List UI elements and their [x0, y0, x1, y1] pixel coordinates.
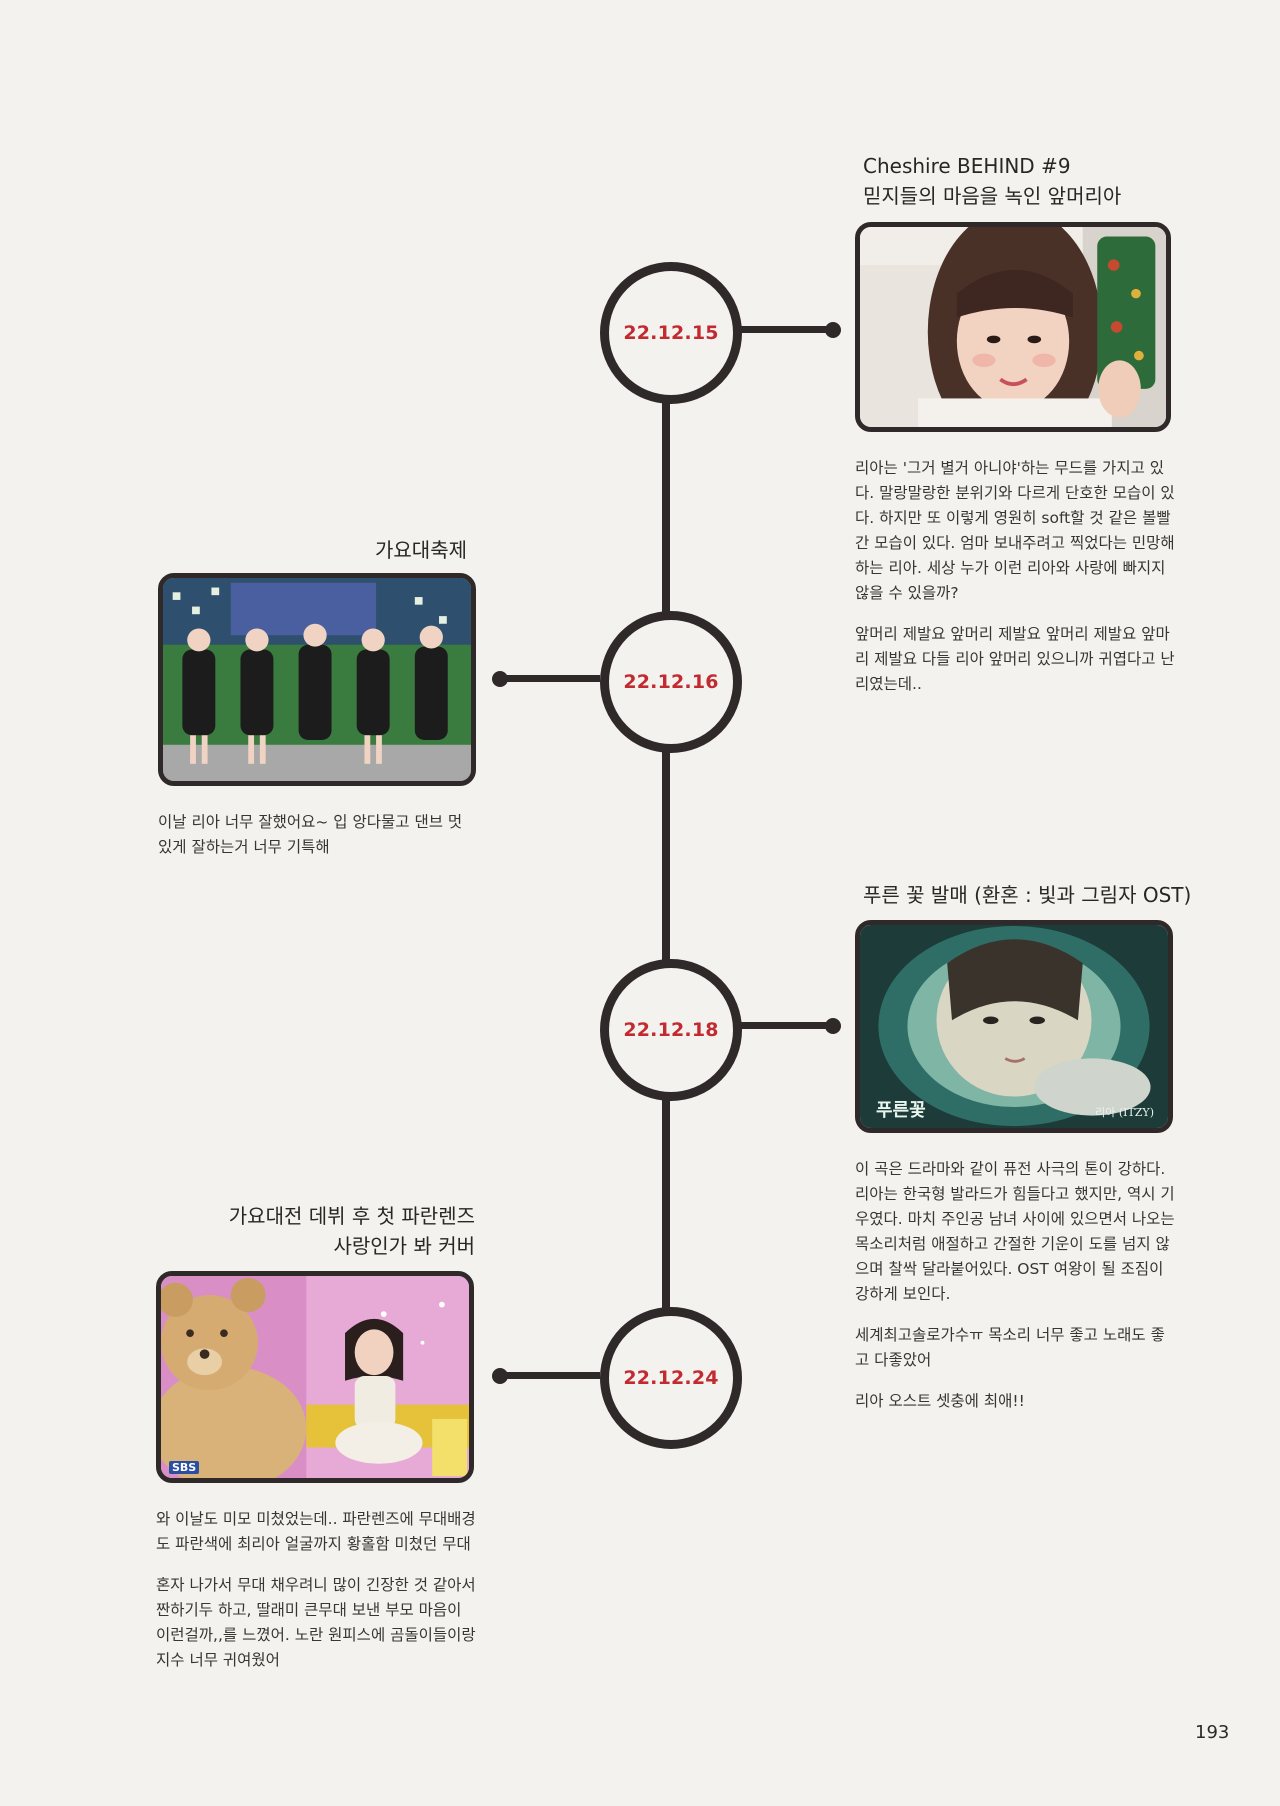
entry-body: 와 이날도 미모 미쳤었는데.. 파란렌즈에 무대배경도 파란색에 최리아 얼굴… — [156, 1507, 476, 1689]
entry-title-line: 푸른 꽃 발매 (환혼 : 빛과 그림자 OST) — [863, 883, 1192, 907]
entry-paragraph: 리아는 '그거 별거 아니야'하는 무드를 가지고 있다. 말랑말랑한 분위기와… — [855, 459, 1175, 602]
entry-body: 리아는 '그거 별거 아니야'하는 무드를 가지고 있다. 말랑말랑한 분위기와… — [855, 456, 1175, 713]
entry-paragraph: 와 이날도 미모 미쳤었는데.. 파란렌즈에 무대배경도 파란색에 최리아 얼굴… — [156, 1510, 476, 1553]
timeline-node-1: 22.12.15 — [600, 262, 742, 404]
timeline-node-2: 22.12.16 — [600, 611, 742, 753]
entry-photo-album-cover: 푸른꽃 리아 (ITZY) — [855, 920, 1173, 1133]
entry-title: Cheshire BEHIND #9 믿지들의 마음을 녹인 앞머리아 — [863, 151, 1193, 211]
album-cover-artist: 리아 (ITZY) — [1095, 1106, 1154, 1119]
entry-title-line: 사랑인가 봐 커버 — [333, 1234, 475, 1258]
entry-title: 가요대전 데뷔 후 첫 파란렌즈 사랑인가 봐 커버 — [160, 1201, 475, 1261]
timeline-connector — [733, 1022, 833, 1029]
timeline-date: 22.12.16 — [623, 671, 719, 693]
timeline-connector-dot — [825, 1018, 841, 1034]
timeline-node-4: 22.12.24 — [600, 1307, 742, 1449]
entry-title-line: Cheshire BEHIND #9 — [863, 154, 1071, 178]
entry-photo-stage — [158, 573, 476, 786]
stage-illustration — [163, 578, 471, 781]
entry-title-line: 믿지들의 마음을 녹인 앞머리아 — [863, 184, 1122, 208]
album-cover-illustration — [860, 925, 1168, 1128]
selfie-illustration — [860, 227, 1166, 427]
entry-paragraph: 이날 리아 너무 잘했어요~ 입 앙다물고 댄브 멋있게 잘하는거 너무 기특해 — [158, 813, 463, 856]
entry-paragraph: 앞머리 제발요 앞머리 제발요 앞머리 제발요 앞마리 제발요 다들 리아 앞머… — [855, 625, 1175, 693]
timeline-connector-dot — [825, 322, 841, 338]
entry-photo-selfie — [855, 222, 1171, 432]
timeline-spine — [662, 390, 670, 1335]
broadcaster-logo: SBS — [169, 1461, 200, 1474]
entry-paragraph: 혼자 나가서 무대 채우려니 많이 긴장한 것 같아서 짠하기두 하고, 딸래미… — [156, 1576, 476, 1669]
entry-title-line: 가요대축제 — [375, 538, 467, 562]
timeline-connector-dot — [492, 1368, 508, 1384]
entry-paragraph: 리아 오스트 셋충에 최애!! — [855, 1392, 1025, 1410]
timeline-date: 22.12.18 — [623, 1019, 719, 1041]
timeline-date: 22.12.15 — [623, 322, 719, 344]
stage-bear-illustration — [161, 1276, 469, 1478]
timeline-connector — [503, 675, 600, 682]
entry-title: 푸른 꽃 발매 (환혼 : 빛과 그림자 OST) — [863, 880, 1193, 910]
page-number: 193 — [1195, 1722, 1230, 1743]
entry-title: 가요대축제 — [160, 535, 467, 565]
entry-paragraph: 이 곡은 드라마와 같이 퓨전 사극의 톤이 강하다. 리아는 한국형 발라드가… — [855, 1160, 1175, 1303]
album-cover-title: 푸른꽃 — [876, 1100, 926, 1121]
timeline-date: 22.12.24 — [623, 1367, 719, 1389]
timeline-node-3: 22.12.18 — [600, 959, 742, 1101]
timeline-connector — [503, 1372, 600, 1379]
entry-title-line: 가요대전 데뷔 후 첫 파란렌즈 — [228, 1204, 475, 1228]
entry-body: 이날 리아 너무 잘했어요~ 입 앙다물고 댄브 멋있게 잘하는거 너무 기특해 — [158, 810, 468, 876]
timeline-connector — [733, 326, 833, 333]
entry-photo-stage-bear: SBS — [156, 1271, 474, 1483]
timeline-connector-dot — [492, 671, 508, 687]
entry-paragraph: 세계최고솔로가수ㅠ 목소리 너무 좋고 노래도 좋고 다좋았어 — [855, 1326, 1165, 1369]
entry-body: 이 곡은 드라마와 같이 퓨전 사극의 톤이 강하다. 리아는 한국형 발라드가… — [855, 1157, 1175, 1430]
